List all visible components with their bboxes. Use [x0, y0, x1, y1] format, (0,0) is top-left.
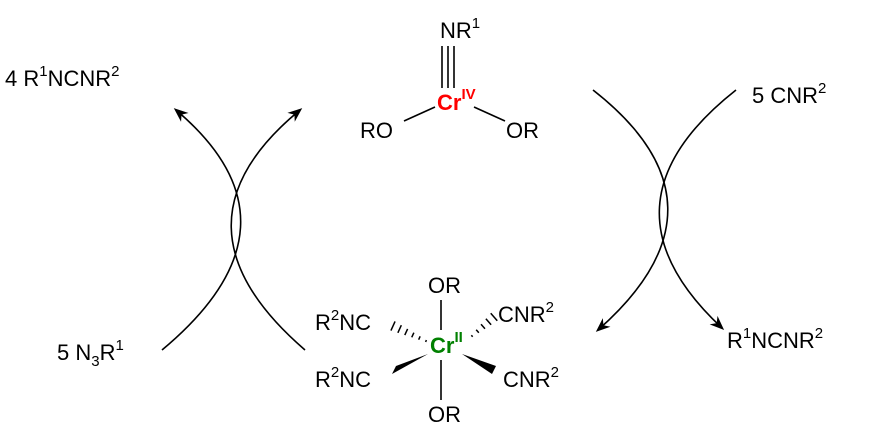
hash-mark — [417, 336, 421, 340]
right-cycle-arrow-reduction — [592, 89, 669, 332]
cr-iv-complex: NR1 CrIV RO OR — [360, 15, 539, 143]
carbodiimide-product-left: 4 R1NCNR2 — [5, 63, 120, 91]
hash-mark — [390, 321, 396, 331]
cr-iv-label: CrIV — [437, 86, 476, 115]
right-cycle-arrow-product — [658, 89, 737, 330]
imido-label: NR1 — [440, 15, 480, 43]
hash-mark — [424, 339, 428, 343]
isocyanide-upper-left: R2NC — [315, 307, 371, 335]
wedge-bond-lower-right — [462, 354, 496, 374]
isocyanide-lower-left: R2NC — [315, 364, 371, 392]
isocyanide-lower-right: CNR2 — [503, 364, 559, 392]
hash-mark — [480, 323, 486, 330]
azide-reagent: 5 N3R1 — [57, 337, 124, 370]
cr-ii-complex: OR CrII OR R2NC R2NC CNR2 CNR2 — [315, 273, 559, 427]
or-bottom-ligand: OR — [428, 402, 461, 427]
hashed-bond-upper-right — [470, 312, 498, 338]
hash-mark — [485, 318, 492, 326]
left-cycle-arrow-return — [230, 108, 306, 351]
cr-ii-label: CrII — [430, 329, 463, 358]
hash-mark — [411, 332, 415, 338]
left-cycle-arrow-product — [161, 108, 242, 351]
isocyanide-reagent: 5 CNR2 — [752, 80, 826, 108]
hashed-bond-upper-left — [390, 321, 428, 343]
hash-mark — [397, 324, 403, 334]
hash-mark — [404, 328, 409, 336]
or-top-ligand: OR — [428, 273, 461, 298]
hash-mark — [470, 334, 474, 338]
hash-mark — [475, 329, 480, 334]
or-ligand: OR — [506, 118, 539, 143]
isocyanide-upper-right: CNR2 — [498, 299, 554, 327]
ro-ligand: RO — [360, 118, 393, 143]
carbodiimide-product-right: R1NCNR2 — [727, 325, 823, 353]
bond-left — [403, 106, 436, 122]
bond-right — [473, 106, 506, 122]
wedge-bond-lower-left — [392, 354, 428, 374]
hash-mark — [490, 312, 498, 322]
